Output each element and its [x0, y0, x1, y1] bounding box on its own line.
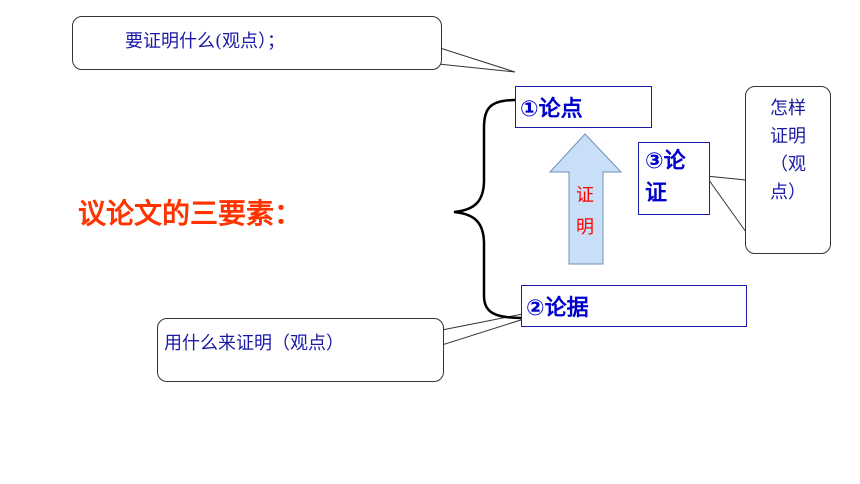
argument-label-line: ③论 — [645, 149, 686, 174]
top-callout-text: 要证明什么(观点）； — [125, 31, 286, 52]
right-callout-line: （观 — [770, 154, 806, 175]
curly-brace — [453, 98, 523, 320]
right-callout: 怎样 证明 （观 点） — [745, 86, 831, 254]
right-callout-line: 证明 — [770, 126, 806, 147]
right-callout-line: 怎样 — [770, 98, 806, 119]
top-callout: 要证明什么(观点）； — [72, 16, 442, 70]
argument-label-line: 证 — [645, 181, 668, 206]
thesis-box: ①论点 — [515, 86, 652, 128]
up-arrow — [548, 133, 623, 265]
arrow-label: 证 明 — [569, 180, 601, 244]
evidence-box: ②论据 — [521, 285, 747, 327]
bottom-callout-text: 用什么来证明（观点） — [164, 333, 344, 354]
argument-box: ③论 证 — [638, 142, 710, 215]
right-callout-pointer — [704, 175, 747, 234]
diagram-heading: 议论文的三要素： — [78, 197, 303, 230]
thesis-label: ①论点 — [520, 97, 583, 122]
right-callout-line: 点） — [770, 182, 806, 203]
evidence-label: ②论据 — [526, 296, 589, 321]
bottom-callout: 用什么来证明（观点） — [157, 318, 444, 382]
arrow-label-line: 明 — [576, 217, 594, 238]
arrow-label-line: 证 — [576, 185, 594, 206]
